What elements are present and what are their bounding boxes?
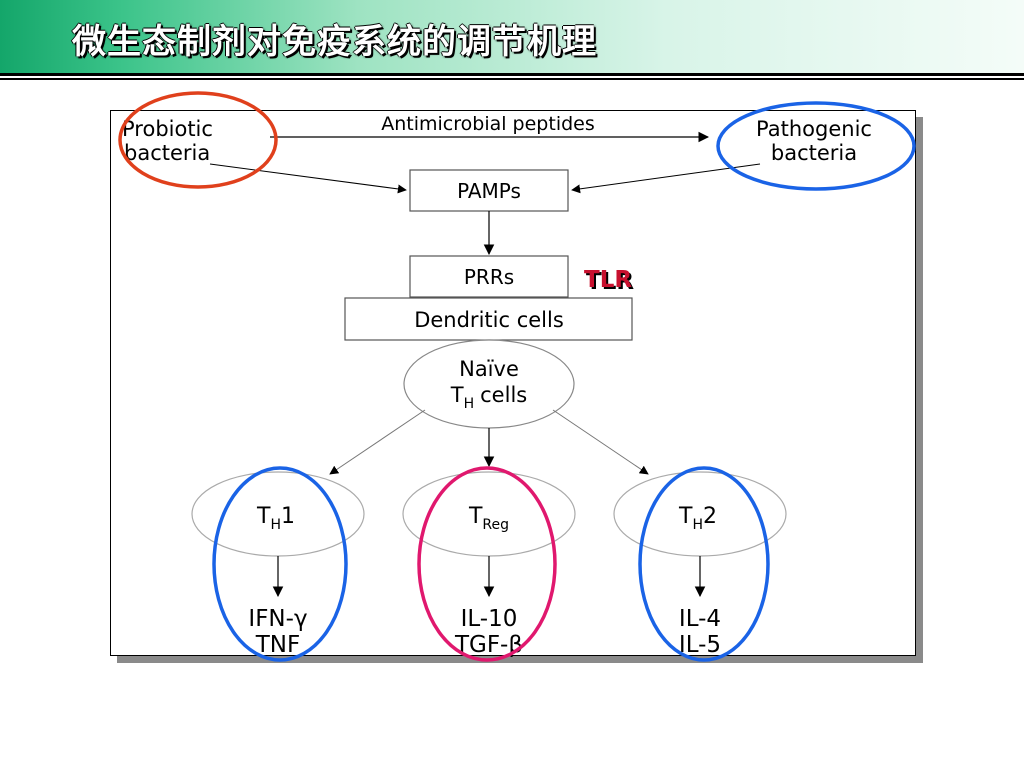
th2-label: TH2 [678,504,717,533]
th2-cytokine-2: IL-5 [679,632,721,658]
th1-t: T [256,504,271,529]
th1-num: 1 [281,504,295,529]
pathogenic-label-line1: Pathogenic [756,117,872,141]
probiotic-label-line2: bacteria [124,141,210,165]
naive-th-rest: cells [480,383,527,407]
th2-t: T [678,504,693,529]
th2-num: 2 [703,504,717,529]
prrs-box [409,255,569,298]
th1-cytokine-1: IFN-γ [248,606,307,632]
naive-to-th1-arrow [329,409,426,475]
pathogenic-label-line2: bacteria [771,141,857,165]
pathogenic-to-pamps-arrow [571,163,761,194]
prrs-label: PRRs [464,265,514,289]
treg-sub: Reg [482,517,509,533]
antimicrobial-label: Antimicrobial peptides [381,113,595,135]
treg-label: TReg [468,504,509,533]
naive-to-th2-arrow [552,409,649,475]
treg-highlight-circle [417,466,557,662]
th2-highlight-circle [638,466,770,662]
th2-sub: H [692,517,703,533]
pathogenic-highlight-circle [716,101,916,191]
pamps-label: PAMPs [457,179,521,203]
th1-cytokine-2: TNF [255,632,300,658]
dendritic-cells-label: Dendritic cells [414,308,564,332]
probiotic-label-line1: Probiotic [122,117,213,141]
th1-highlight-circle [212,466,348,662]
tlr-label-shadow: TLR [586,269,634,295]
treg-t: T [468,504,483,529]
title-divider [0,78,1024,80]
probiotic-to-pamps-arrow [209,163,407,194]
naive-label: Naïve [459,357,519,381]
naive-th-t: T [450,383,464,407]
th1-label: TH1 [256,504,295,533]
th2-cytokine-1: IL-4 [679,606,721,632]
title-bar: 微生态制剂对免疫系统的调节机理 [0,0,1024,76]
treg-cytokine-1: IL-10 [461,606,518,632]
slide-title: 微生态制剂对免疫系统的调节机理 [72,22,597,62]
th1-sub: H [270,517,281,533]
dendritic-cells-box [344,297,633,341]
naive-th-sub: H [464,396,475,412]
tlr-label: TLR [584,267,632,293]
probiotic-highlight-circle [118,91,278,189]
